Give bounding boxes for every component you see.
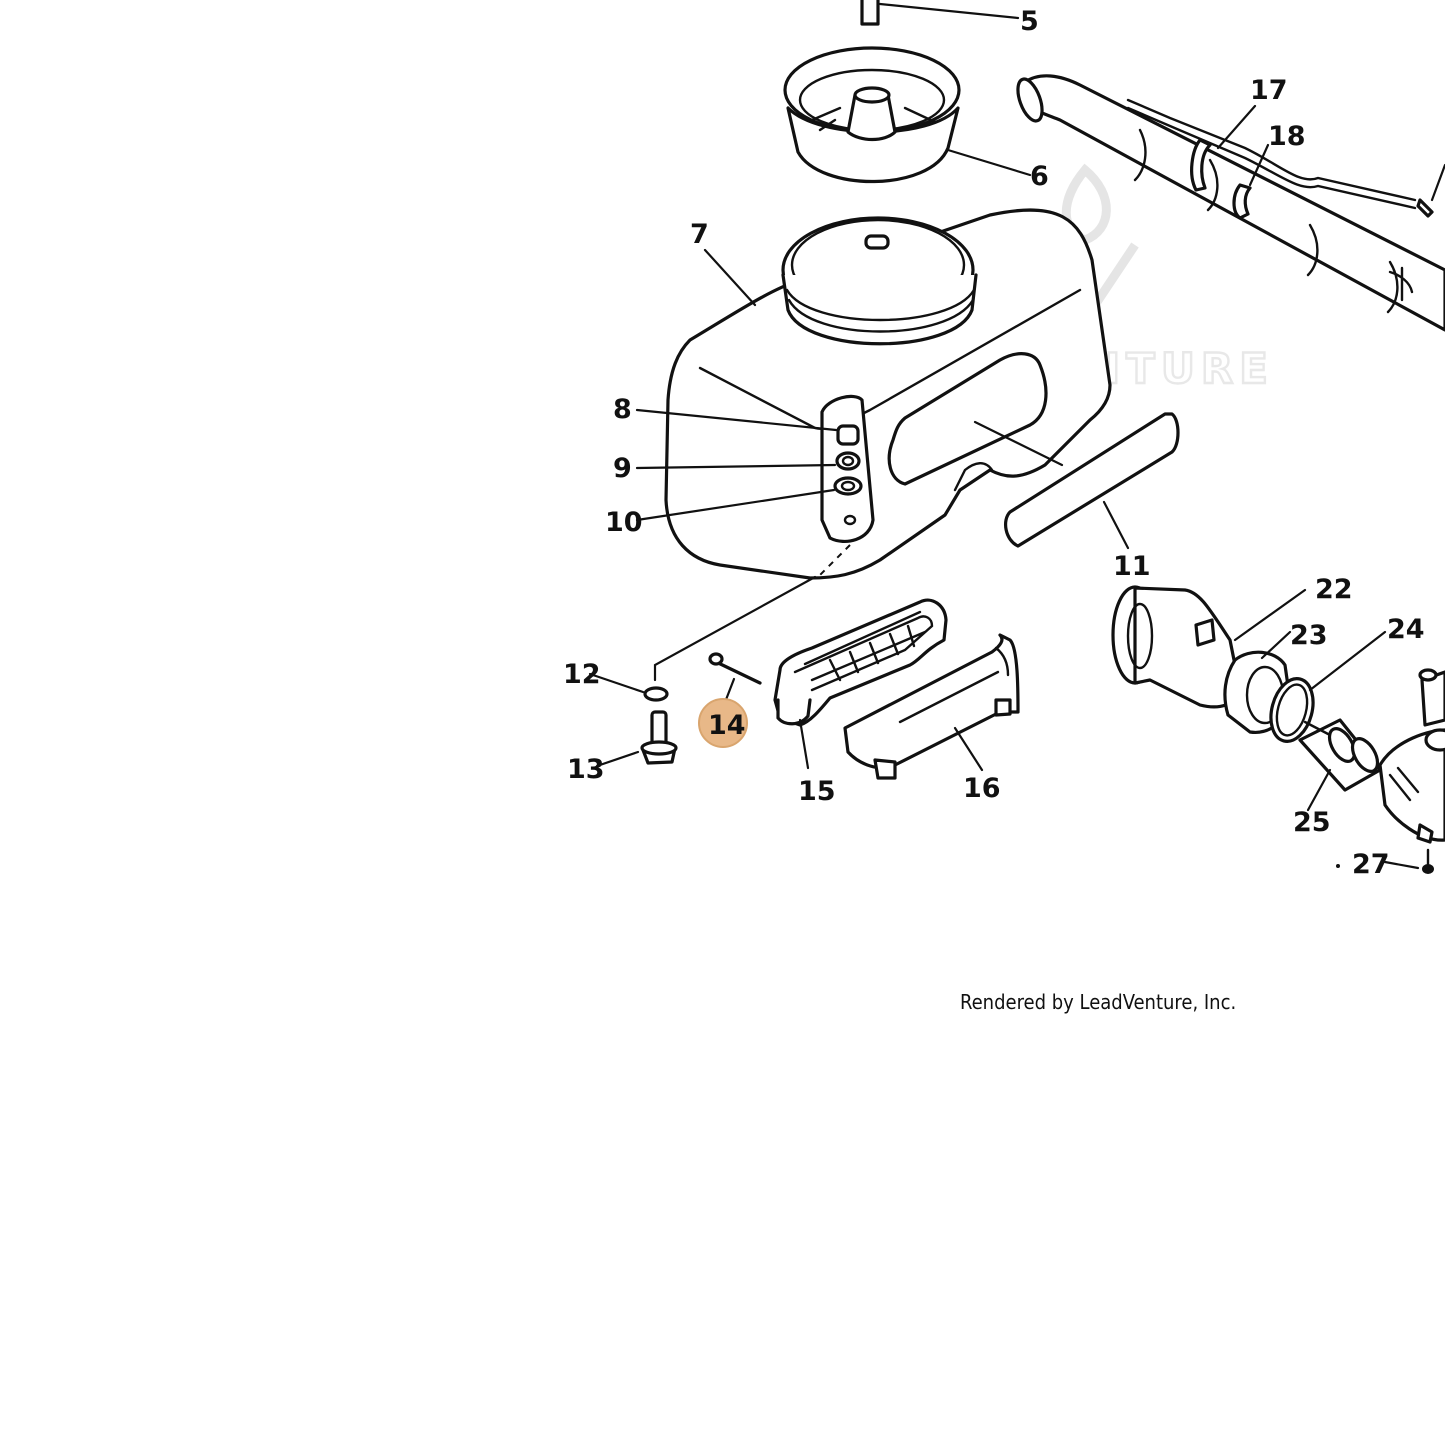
part-11-panel — [1003, 412, 1180, 548]
callout-5[interactable]: 5 — [1020, 6, 1039, 37]
part-14-screw — [708, 652, 762, 685]
part-7-tank — [664, 208, 1112, 580]
part-13-bolt — [640, 710, 678, 765]
leader-17 — [1216, 104, 1257, 150]
leader-5 — [878, 2, 1020, 20]
pump-body — [1378, 668, 1445, 844]
leader-22 — [1233, 588, 1307, 642]
callout-24[interactable]: 24 — [1387, 614, 1425, 645]
leader-9 — [635, 463, 837, 470]
part-17-hose — [1016, 74, 1445, 332]
part-5-pin — [860, 0, 880, 26]
callout-25[interactable]: 25 — [1293, 807, 1331, 838]
part-15-slide — [773, 598, 948, 727]
highlight-14[interactable] — [698, 698, 748, 748]
callout-18[interactable]: 18 — [1268, 121, 1306, 152]
part-16-skid — [843, 633, 1020, 780]
callout-9[interactable]: 9 — [613, 453, 632, 484]
leader-24 — [1308, 630, 1387, 692]
callout-16[interactable]: 16 — [963, 773, 1001, 804]
callout-17[interactable]: 17 — [1250, 75, 1288, 106]
part-22-pump-inlet — [1111, 585, 1242, 709]
callout-7[interactable]: 7 — [690, 219, 709, 250]
callout-6[interactable]: 6 — [1030, 161, 1049, 192]
callout-12[interactable]: 12 — [563, 659, 601, 690]
leader-hose-clip — [1430, 163, 1445, 202]
leader-15 — [798, 718, 810, 770]
leader-16 — [953, 726, 984, 772]
leader-25 — [1306, 768, 1332, 812]
leader-13 — [595, 750, 640, 768]
callout-11[interactable]: 11 — [1113, 551, 1151, 582]
dot-27 — [1336, 864, 1340, 868]
callout-15[interactable]: 15 — [798, 776, 836, 807]
part-25-valves — [1298, 718, 1382, 792]
leader-27 — [1383, 860, 1420, 870]
leader-11-a — [973, 420, 1064, 467]
leader-8 — [635, 408, 838, 432]
line-drain — [653, 575, 817, 682]
part-24-ring — [1269, 677, 1315, 743]
callout-13[interactable]: 13 — [567, 754, 605, 785]
callout-14[interactable]: 14 — [708, 710, 746, 741]
part-6-strainer — [783, 46, 961, 184]
part-27-screw — [1422, 848, 1434, 874]
callout-23[interactable]: 23 — [1290, 620, 1328, 651]
callout-22[interactable]: 22 — [1315, 574, 1353, 605]
callout-27[interactable]: 27 — [1352, 849, 1390, 880]
leader-23 — [1260, 630, 1292, 660]
render-credit: Rendered by LeadVenture, Inc. — [960, 990, 1237, 1014]
leader-12 — [588, 672, 645, 694]
leader-6 — [946, 148, 1032, 177]
leader-7 — [703, 248, 757, 307]
callout-10[interactable]: 10 — [605, 507, 643, 538]
leader-10 — [635, 488, 836, 522]
callout-8[interactable]: 8 — [613, 394, 632, 425]
leader-11 — [1102, 500, 1130, 550]
leader-18 — [1248, 143, 1270, 187]
part-12-oring — [643, 686, 669, 702]
